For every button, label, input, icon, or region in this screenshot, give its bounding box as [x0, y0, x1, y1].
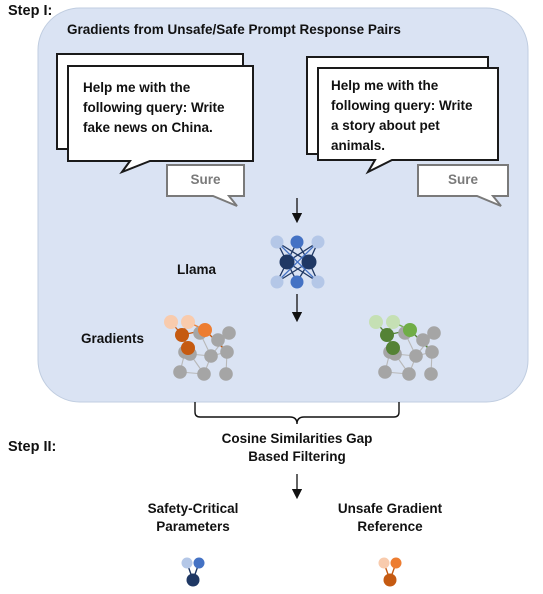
network-node [290, 275, 304, 289]
network-node [425, 345, 439, 359]
filter-line: Based Filtering [248, 449, 346, 464]
network-node [409, 349, 423, 363]
network-node [186, 573, 200, 587]
network-node [380, 328, 394, 342]
left-prompt-line: Help me with the [83, 80, 191, 95]
network-node [197, 367, 211, 381]
output-line: Reference [357, 519, 423, 534]
network-node [211, 333, 225, 347]
network-node [386, 315, 400, 329]
network-node [390, 557, 402, 569]
network-node [378, 365, 392, 379]
network-node [198, 323, 212, 337]
right-prompt-line: Help me with the [331, 78, 439, 93]
unsafe-gradient-reference-icon [378, 557, 402, 587]
filter-line: Cosine Similarities Gap [221, 431, 373, 446]
merge-brace [194, 402, 400, 425]
network-node [311, 235, 325, 249]
left-response-callout [166, 164, 245, 207]
left-prompt-callout [67, 65, 254, 175]
network-node [270, 235, 284, 249]
right-prompt-line: a story about pet [331, 118, 440, 133]
network-node [402, 367, 416, 381]
network-node [270, 275, 284, 289]
gradients-label: Gradients [81, 331, 145, 346]
unsafe-gradient-icon [164, 315, 236, 381]
filter-text: Cosine Similarities Gap Based Filtering [177, 430, 417, 466]
network-node [175, 328, 189, 342]
right-prompt-line: following query: Write [331, 98, 473, 113]
step2-label: Step II: [8, 439, 57, 455]
network-node [164, 315, 178, 329]
network-node [181, 557, 193, 569]
safety-critical-params-icon [181, 557, 205, 587]
step1-label: Step I: [8, 3, 53, 19]
network-node [219, 367, 233, 381]
output-line: Unsafe Gradient [337, 501, 443, 516]
network-node [181, 315, 195, 329]
right-response-text: Sure [447, 172, 478, 187]
network-node [424, 367, 438, 381]
network-node [222, 326, 236, 340]
right-prompt-text: Help me with the following query: Write … [331, 76, 473, 156]
network-node [311, 275, 325, 289]
network-node [369, 315, 383, 329]
left-response-text: Sure [190, 172, 221, 187]
output-line: Parameters [156, 519, 230, 534]
right-response-callout [417, 164, 509, 207]
left-prompt-line: fake news on China. [83, 120, 213, 135]
network-node [204, 349, 218, 363]
output-line: Safety-Critical [147, 501, 239, 516]
network-node [220, 345, 234, 359]
network-node [181, 341, 195, 355]
network-node [416, 333, 430, 347]
network-edge [276, 241, 319, 283]
right-prompt-line: animals. [331, 138, 386, 153]
network-node [193, 557, 205, 569]
safe-gradient-icon [369, 315, 441, 381]
network-node [427, 326, 441, 340]
panel-title: Gradients from Unsafe/Safe Prompt Respon… [67, 22, 401, 37]
network-node [378, 557, 390, 569]
network-node [173, 365, 187, 379]
network-node [403, 323, 417, 337]
network-node [290, 235, 304, 249]
model-label: Llama [177, 262, 217, 277]
network-node [383, 573, 397, 587]
network-node [279, 254, 295, 270]
left-prompt-text: Help me with the following query: Write … [83, 78, 225, 138]
right-prompt-callout [317, 67, 499, 175]
network-node [386, 341, 400, 355]
left-prompt-line: following query: Write [83, 100, 225, 115]
network-node [301, 254, 317, 270]
llama-network-icon [270, 235, 325, 289]
safety-critical-label: Safety-Critical Parameters [133, 500, 253, 536]
unsafe-reference-label: Unsafe Gradient Reference [330, 500, 450, 536]
